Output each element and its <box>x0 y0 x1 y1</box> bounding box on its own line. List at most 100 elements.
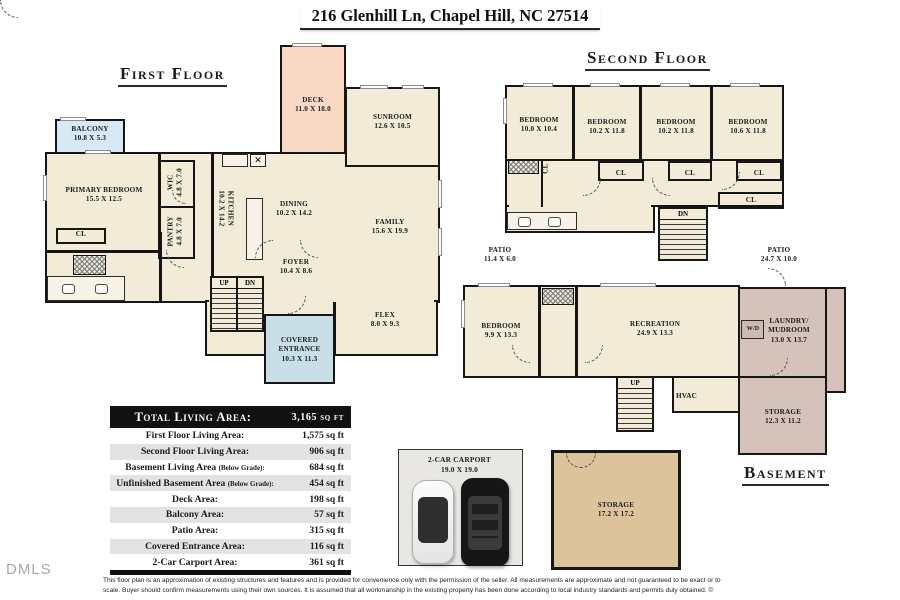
window-icon <box>85 150 111 154</box>
closet-box <box>718 192 784 209</box>
stairs-up: UP <box>212 278 238 330</box>
sink-icon <box>95 284 108 294</box>
table-row: Unfinished Basement Area (Below Grade): … <box>110 475 351 492</box>
window-icon <box>438 228 442 256</box>
closet-label: CL <box>753 169 765 177</box>
window-icon <box>590 83 620 87</box>
floor-seam-patch <box>509 202 651 209</box>
window-icon <box>600 283 656 287</box>
table-header-label: Total Living Area: <box>134 409 252 424</box>
wall <box>211 152 214 302</box>
second-floor-main <box>505 85 784 207</box>
room-sunroom <box>345 87 440 167</box>
window-icon <box>402 85 424 89</box>
room-label-hvac: HVAC <box>676 392 698 400</box>
wall <box>541 159 543 207</box>
closet-box <box>56 228 106 244</box>
table-row: Balcony Area: 57 sq ft <box>110 506 351 523</box>
wall <box>538 285 541 378</box>
wall <box>505 159 784 161</box>
table-bottom-bar <box>110 570 351 576</box>
vanity-icon <box>47 276 125 301</box>
window-icon <box>523 83 553 87</box>
wall <box>639 85 642 161</box>
wall <box>575 285 578 378</box>
room-hvac <box>672 376 740 413</box>
wd-label: W/D <box>746 326 760 332</box>
closet-box <box>668 161 712 181</box>
bathtub-icon <box>508 160 539 174</box>
window-icon <box>660 83 690 87</box>
table-row: First Floor Living Area: 1,575 sq ft <box>110 428 351 444</box>
stairs-basement: UP <box>616 376 654 432</box>
door-arc-icon <box>768 268 786 286</box>
door-arc-icon <box>581 453 596 468</box>
sink-icon <box>518 217 531 227</box>
basement-side-strip <box>825 287 846 393</box>
closet-label: CL <box>684 169 696 177</box>
door-arc-icon <box>566 453 581 468</box>
table-row: Patio Area: 315 sq ft <box>110 522 351 539</box>
wall <box>159 232 162 303</box>
living-area-table: Total Living Area: 3,165 sq ft First Flo… <box>110 406 351 576</box>
closet-label: CL <box>75 230 87 238</box>
range-icon <box>222 154 248 167</box>
table-row: Deck Area: 198 sq ft <box>110 491 351 507</box>
washer-dryer-icon <box>741 320 764 339</box>
wall <box>710 85 713 161</box>
stairs-down: DN <box>660 209 706 259</box>
sink-icon <box>62 284 75 294</box>
stairs-up: UP <box>618 378 652 430</box>
table-row: Basement Living Area (Below Grade): 684 … <box>110 459 351 476</box>
stairs-down: DN <box>238 278 262 330</box>
black-car-icon <box>461 478 509 566</box>
first-floor-heading: First Floor <box>118 64 227 87</box>
second-floor-heading: Second Floor <box>585 48 710 71</box>
closet-label: CL <box>745 196 757 204</box>
sink-icon <box>548 217 561 227</box>
stairs-second-floor: DN <box>658 207 708 261</box>
closet-label: CL <box>541 163 550 174</box>
room-balcony <box>55 119 125 154</box>
kitchen-island-icon <box>246 198 263 260</box>
sink-icon: ✕ <box>250 154 266 167</box>
closet-box <box>598 161 644 181</box>
room-covered-entrance <box>264 314 335 384</box>
table-row: Second Floor Living Area: 906 sq ft <box>110 443 351 460</box>
white-car-icon <box>412 480 454 564</box>
table-row: Covered Entrance Area: 116 sq ft <box>110 538 351 555</box>
room-basement-storage <box>738 376 827 455</box>
window-icon <box>43 175 47 201</box>
basement-heading: Basement <box>742 463 829 486</box>
window-icon <box>730 83 760 87</box>
wall <box>45 250 161 253</box>
window-icon <box>360 85 388 89</box>
closet-box <box>736 161 782 181</box>
window-icon <box>438 180 442 208</box>
wall <box>333 302 336 356</box>
table-row: 2-Car Carport Area: 361 sq ft <box>110 554 351 571</box>
shower-icon <box>73 255 106 275</box>
table-header-row: Total Living Area: 3,165 sq ft <box>110 406 351 428</box>
